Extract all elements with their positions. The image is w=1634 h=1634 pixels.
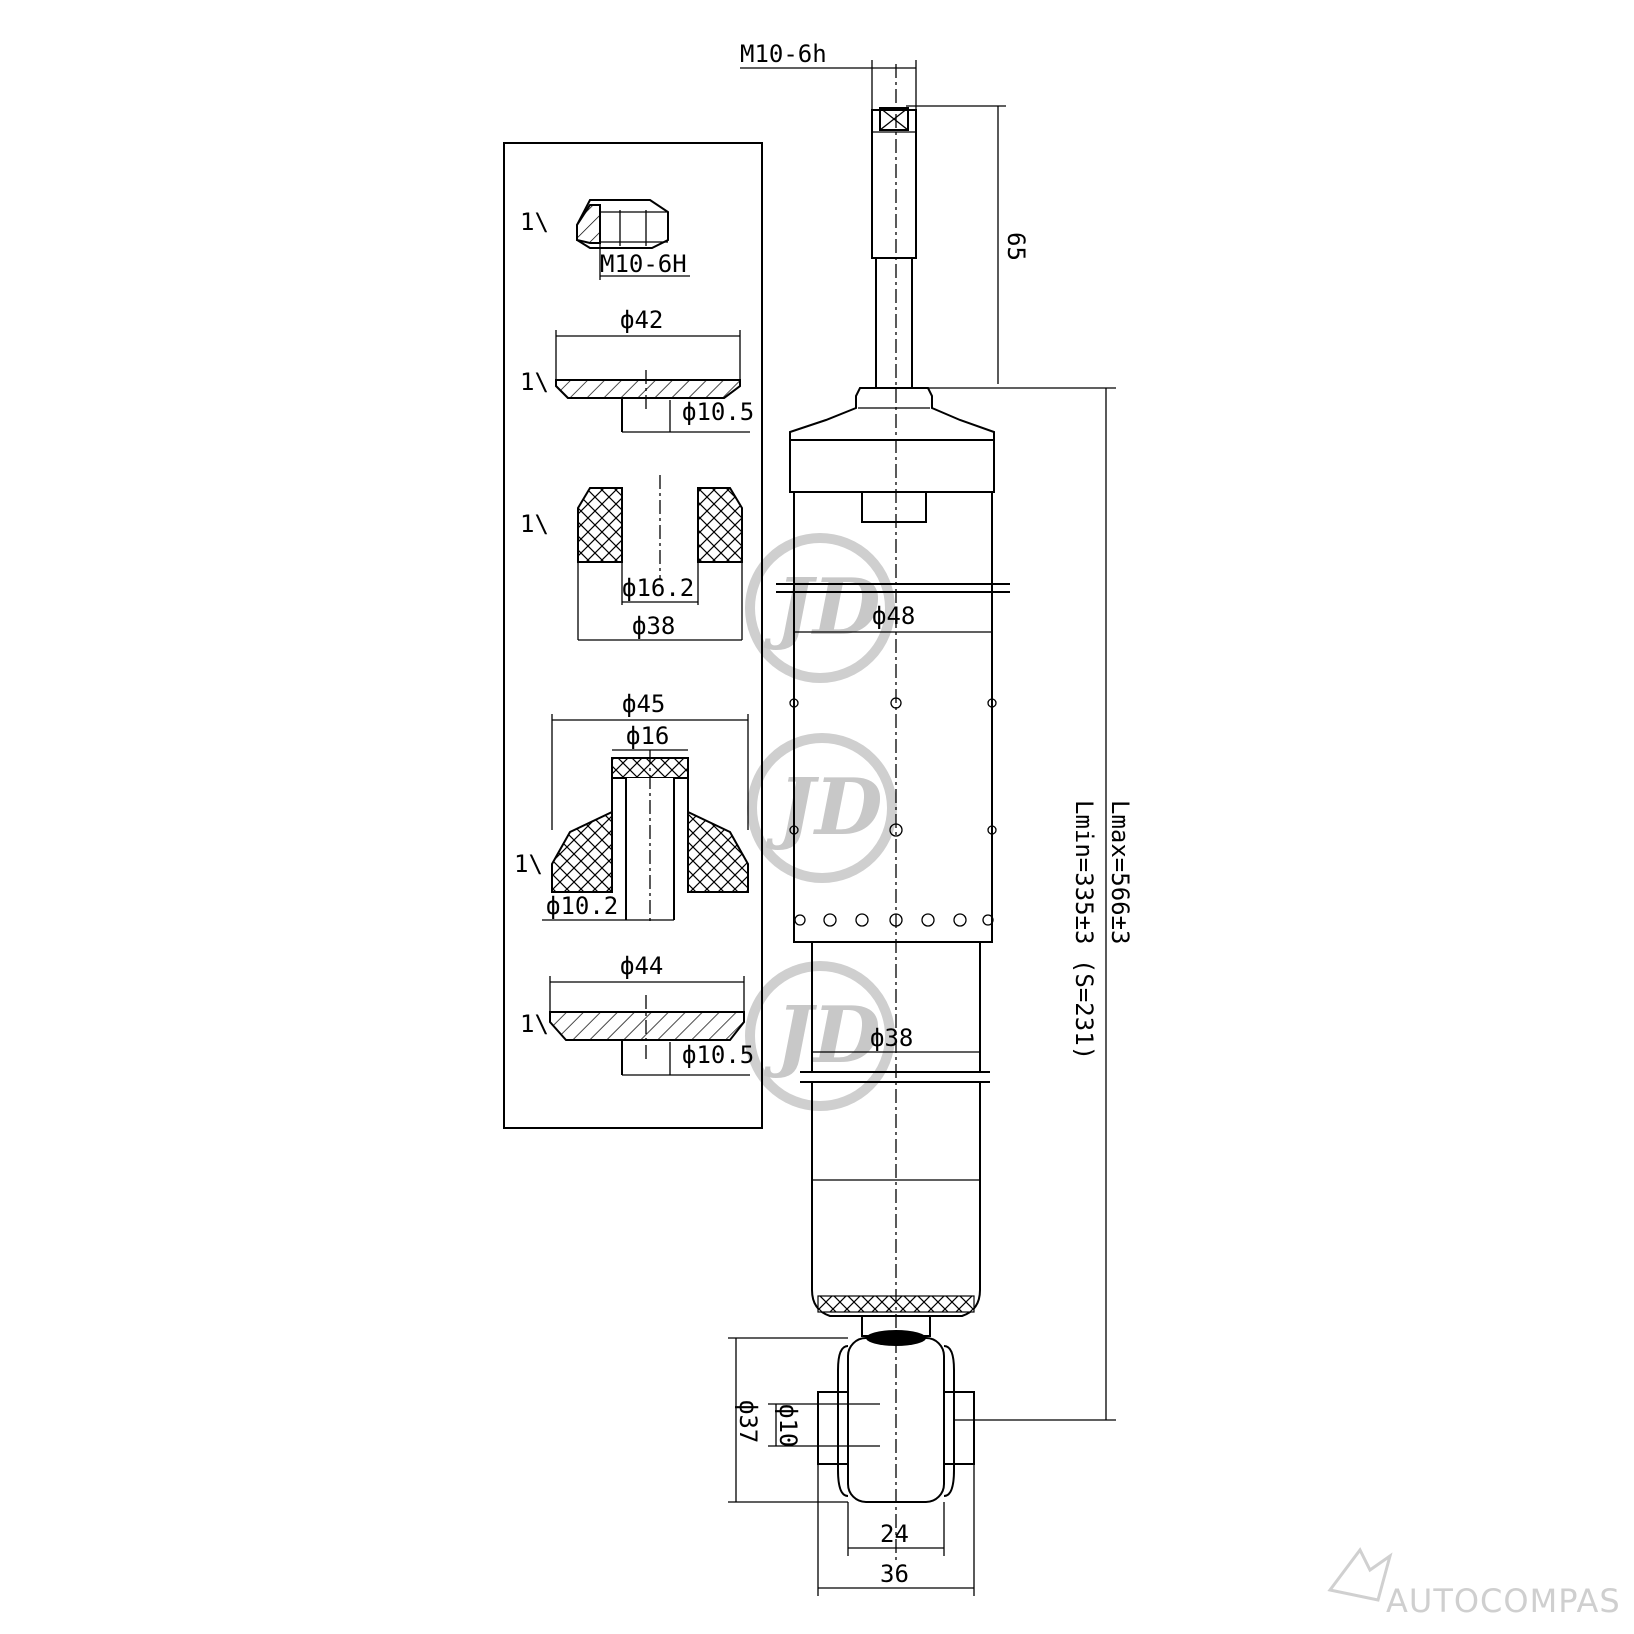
top-washer-qty-label: 1\ bbox=[520, 368, 549, 396]
svg-text:JD: JD bbox=[765, 762, 883, 853]
upper-body bbox=[789, 439, 995, 493]
body-diameter-label: ф48 bbox=[872, 602, 915, 630]
watermark-jd-2: JD bbox=[747, 733, 897, 883]
bump-outer-label: ф38 bbox=[632, 612, 675, 640]
eye-outer-label: ф37 bbox=[734, 1400, 762, 1443]
piston-rod bbox=[875, 257, 913, 389]
bushing-outer-label: ф45 bbox=[622, 690, 665, 718]
bushing-bottom-label: ф10.2 bbox=[546, 892, 618, 920]
nut-qty-label: 1\ bbox=[520, 208, 549, 236]
brand-watermark: AUTOCOMPAS bbox=[1327, 1547, 1621, 1620]
lower-tube bbox=[811, 942, 981, 1072]
eye-width-outer-label: 36 bbox=[880, 1560, 909, 1588]
watermark-jd-3: JD bbox=[745, 961, 895, 1111]
bump-stop-part: ф16.2 ф38 1\ bbox=[520, 475, 743, 641]
bottom-washer-outer-label: ф44 bbox=[620, 952, 663, 980]
svg-text:JD: JD bbox=[763, 562, 881, 653]
eye-width-inner-label: 24 bbox=[880, 1520, 909, 1548]
svg-text:JD: JD bbox=[763, 990, 881, 1081]
parts-panel bbox=[503, 142, 763, 1129]
bump-inner-label: ф16.2 bbox=[622, 574, 694, 602]
svg-text:AUTOCOMPAS: AUTOCOMPAS bbox=[1386, 1582, 1621, 1620]
nut-thread-label: M10-6H bbox=[600, 250, 687, 278]
nut-part: M10-6H 1\ bbox=[520, 199, 690, 280]
bottom-washer-qty-label: 1\ bbox=[520, 1010, 549, 1038]
rod-thread-label: M10-6h bbox=[740, 40, 827, 68]
bump-qty-label: 1\ bbox=[520, 510, 549, 538]
length-max-label: Lmax=566±3 bbox=[1106, 800, 1134, 945]
tube-diameter-label: ф38 bbox=[870, 1024, 913, 1052]
eye-inner-label: ф10 bbox=[774, 1404, 802, 1447]
bottom-washer-hole-label: ф10.5 bbox=[682, 1041, 754, 1069]
shock-absorber: M10-6h 65 ф48 bbox=[728, 40, 1134, 1596]
bushing-part: ф45 ф16 ф10.2 1\ bbox=[514, 690, 749, 925]
bushing-qty-label: 1\ bbox=[514, 850, 543, 878]
top-washer-outer-label: ф42 bbox=[620, 306, 663, 334]
bushing-top-label: ф16 bbox=[626, 722, 669, 750]
bottom-washer-part: ф44 ф10.5 1\ bbox=[520, 952, 754, 1076]
watermark-jd-1: JD bbox=[745, 533, 895, 683]
top-washer-hole-label: ф10.5 bbox=[682, 398, 754, 426]
outer-cover bbox=[793, 492, 993, 943]
length-min-label: Lmin=335±3 (S=231) bbox=[1070, 800, 1098, 1060]
stud-length-label: 65 bbox=[1002, 232, 1030, 261]
top-washer-part: ф42 ф10.5 1\ bbox=[520, 306, 754, 433]
